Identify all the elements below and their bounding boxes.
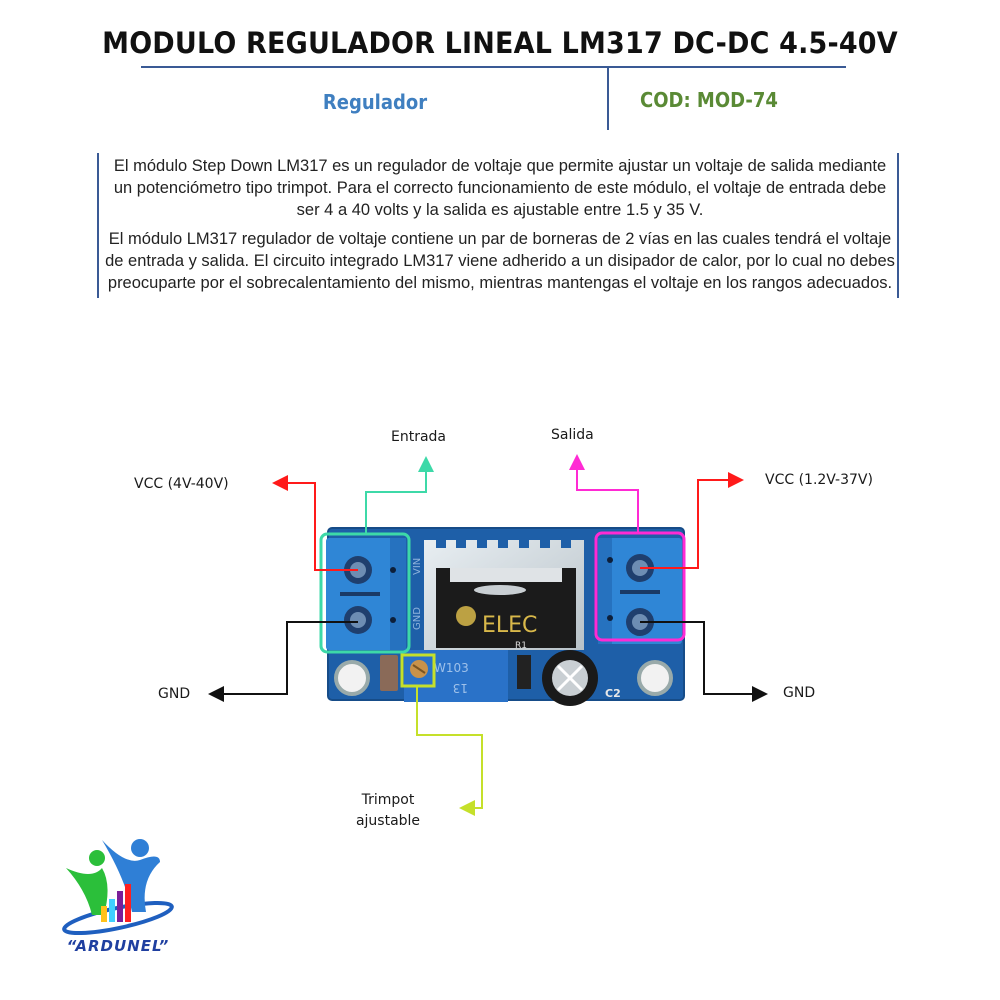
vcc-in-arrow <box>272 475 358 571</box>
product-code: COD: MOD-74 <box>640 88 778 112</box>
trimpot-label: Trimpot ajustable <box>348 790 428 832</box>
description-paragraph-1: El módulo Step Down LM317 es un regulado… <box>113 157 887 219</box>
gnd-right-label: GND <box>783 685 816 701</box>
gnd-left-arrow <box>208 621 358 702</box>
trimpot-arrow <box>416 686 483 816</box>
salida-label: Salida <box>551 427 594 443</box>
svg-text:VIN: VIN <box>412 558 423 575</box>
svg-text:R1: R1 <box>515 641 527 651</box>
description: El módulo Step Down LM317 es un regulado… <box>104 155 896 301</box>
gnd-right-arrow <box>640 621 768 702</box>
ardunel-logo <box>62 839 174 936</box>
entrada-arrow <box>365 456 434 534</box>
entrada-label: Entrada <box>391 429 447 445</box>
description-right-border <box>897 153 899 298</box>
trimpot-label-line-1: Trimpot <box>361 792 415 808</box>
description-paragraph-2: El módulo LM317 regulador de voltaje con… <box>105 230 895 292</box>
vcc-out-arrow <box>640 472 744 569</box>
vcc-output-label: VCC (1.2V-37V) <box>765 472 873 488</box>
vcc-input-label: VCC (4V-40V) <box>134 476 229 492</box>
svg-text:13: 13 <box>453 681 468 695</box>
output-terminal-block <box>598 538 682 644</box>
page-title: MODULO REGULADOR LINEAL LM317 DC-DC 4.5-… <box>102 26 898 60</box>
svg-text:C2: C2 <box>605 687 621 700</box>
logo-text: “ARDUNEL” <box>66 937 170 955</box>
salida-arrow <box>569 454 639 533</box>
gnd-left-label: GND <box>158 686 191 702</box>
title-underline <box>141 66 846 68</box>
trimpot-label-line-2: ajustable <box>355 813 421 829</box>
description-left-border <box>97 153 99 298</box>
svg-text:W103: W103 <box>434 661 469 675</box>
header-divider <box>607 68 609 130</box>
product-category: Regulador <box>322 90 428 114</box>
board-brand: ELEC <box>482 613 537 638</box>
input-terminal-block <box>326 538 406 650</box>
svg-text:GND: GND <box>412 607 423 630</box>
output-highlight <box>594 531 686 642</box>
